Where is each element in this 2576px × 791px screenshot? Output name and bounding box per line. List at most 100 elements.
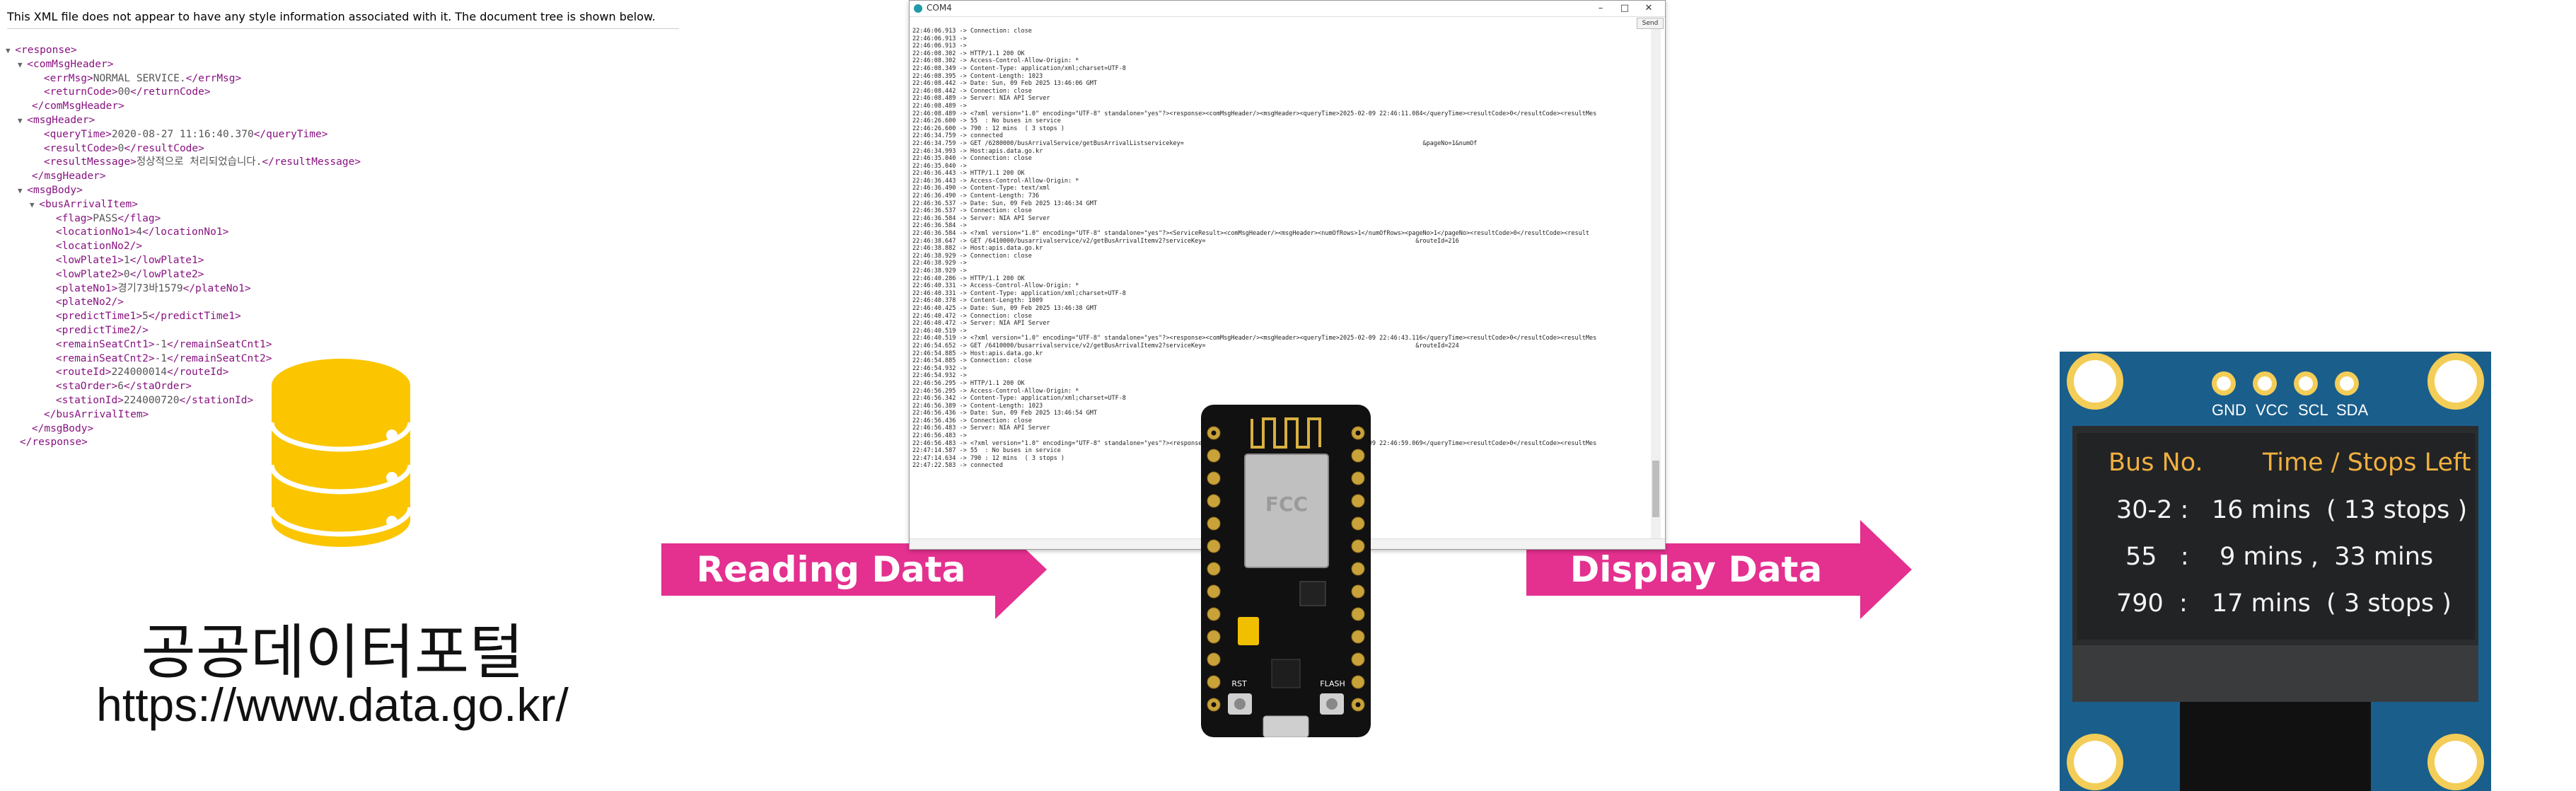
xml-line: <routeId>224000014</routeId>: [6, 366, 361, 380]
serial-line: 22:46:34.759 -> GET /6280000/busArrivalS…: [912, 139, 1478, 147]
xml-text: 0: [123, 268, 130, 280]
portal-url: https://www.data.go.kr/: [96, 679, 569, 731]
close-icon[interactable]: ✕: [1644, 3, 1653, 13]
spacer: [30, 74, 44, 83]
xml-line: <lowPlate2>0</lowPlate2>: [6, 268, 361, 282]
serial-line: 22:46:36.584 -> Server: NIA API Server: [912, 214, 1050, 222]
minimize-icon[interactable]: –: [1598, 3, 1603, 13]
scrollbar[interactable]: [1651, 29, 1661, 538]
xml-open-tag: <msgBody>: [27, 184, 83, 196]
pin-label-gnd: GND: [2212, 401, 2246, 419]
xml-close-tag: </staOrder>: [123, 381, 192, 393]
send-button[interactable]: Send: [1637, 18, 1664, 29]
xml-close-tag: </returnCode>: [130, 86, 211, 98]
collapse-arrow-icon[interactable]: ▼: [30, 200, 40, 209]
xml-open-tag: <errMsg>: [43, 72, 93, 84]
xml-line[interactable]: ▼ <comMsgHeader>: [6, 58, 361, 72]
xml-open-tag: <plateNo2/>: [55, 296, 124, 308]
database-icon: [270, 359, 412, 547]
xml-open-tag: <routeId>: [55, 366, 112, 379]
xml-text: 0: [117, 142, 124, 154]
serial-line: 22:46:36.537 -> Date: Sun, 09 Feb 2025 1…: [912, 200, 1097, 207]
serial-line: 22:46:08.395 -> Content-Length: 1023: [912, 72, 1043, 80]
xml-close-tag: </remainSeatCnt1>: [167, 338, 272, 350]
xml-open-tag: <plateNo1>: [55, 282, 118, 294]
serial-line: 22:46:08.302 -> Access-Control-Allow-Ori…: [912, 57, 1079, 65]
spacer: [30, 130, 44, 139]
scrollbar-thumb[interactable]: [1652, 461, 1659, 517]
xml-close-tag: </errMsg>: [185, 72, 242, 84]
xml-text: 2020-08-27 11:16:40.370: [111, 128, 254, 140]
xml-text: PASS: [93, 212, 118, 224]
xml-open-tag: <flag>: [55, 212, 93, 224]
spacer: [18, 425, 32, 434]
xml-line: <flag>PASS</flag>: [6, 212, 361, 226]
spacer: [42, 270, 56, 279]
xml-close-tag: </plateNo1>: [182, 282, 251, 294]
xml-close-tag: </resultCode>: [124, 142, 204, 154]
xml-text: -1: [154, 352, 168, 364]
xml-open-tag: <comMsgHeader>: [27, 58, 114, 70]
pin-label-sda: SDA: [2336, 401, 2369, 419]
xml-line[interactable]: ▼ <response>: [6, 44, 361, 58]
xml-text: 00: [117, 86, 131, 98]
serial-line: 22:47:22.583 -> connected: [912, 462, 1003, 470]
spacer: [42, 368, 56, 377]
xml-text: 정상적으로 처리되었습니다.: [136, 156, 262, 168]
serial-line: 22:46:40.286 -> HTTP/1.1 200 OK: [912, 275, 1025, 282]
pin-label-scl: SCL: [2298, 401, 2328, 419]
serial-line: 22:46:36.584 -> <?xml version="1.0" enco…: [912, 230, 1589, 238]
header-time-stops: Time / Stops Left: [2263, 449, 2471, 477]
serial-line: 22:46:06.913 ->: [912, 42, 967, 50]
xml-line: <locationNo2/>: [6, 240, 361, 254]
xml-open-tag: <locationNo2/>: [55, 241, 143, 253]
serial-line: 22:46:38.647 -> GET /6410000/busarrivals…: [912, 237, 1459, 245]
serial-line: 22:46:54.885 -> Host:apis.data.go.kr: [912, 350, 1043, 357]
serial-line: 22:46:36.443 -> Access-Control-Allow-Ori…: [912, 177, 1079, 185]
serial-line: 22:46:40.472 -> Server: NIA API Server: [912, 320, 1050, 328]
xml-line: <plateNo2/>: [6, 296, 361, 310]
xml-open-tag: <predictTime2/>: [55, 324, 149, 336]
serial-line: 22:46:36.490 -> Content-Length: 736: [912, 192, 1040, 200]
serial-line: 22:46:56.342 -> Content-Type: applicatio…: [912, 395, 1126, 403]
serial-line: 22:46:56.295 -> HTTP/1.1 200 OK: [912, 379, 1025, 387]
serial-line: 22:46:54.932 ->: [912, 372, 967, 380]
serial-line: 22:46:26.600 -> 790 : 12 mins ( 3 stops …: [912, 125, 1064, 132]
row-arrival-info: 9 mins , 33 mins: [2212, 543, 2434, 571]
xml-open-tag: <lowPlate1>: [55, 254, 124, 266]
serial-line: 22:46:40.519 -> <?xml version="1.0" enco…: [912, 335, 1597, 342]
esp8266-board: FCC RST FLASH: [1201, 405, 1371, 737]
xml-line[interactable]: ▼ <msgBody>: [6, 184, 361, 198]
rst-label: RST: [1231, 679, 1247, 688]
row-bus-number: 790 :: [2116, 589, 2188, 618]
serial-line: 22:46:56.483 -> Server: NIA API Server: [912, 425, 1050, 432]
collapse-arrow-icon[interactable]: ▼: [18, 115, 28, 125]
serial-line: 22:46:38.882 -> Host:apis.data.go.kr: [912, 245, 1043, 253]
serial-line: 22:46:40.519 ->: [912, 327, 967, 335]
xml-line[interactable]: ▼ <msgHeader>: [6, 114, 361, 128]
xml-close-tag: </routeId>: [167, 366, 229, 379]
xml-open-tag: <predictTime1>: [55, 311, 143, 323]
xml-open-tag: <staOrder>: [55, 381, 118, 393]
xml-text: 224000720: [123, 394, 180, 406]
title-bar[interactable]: COM4 – □ ✕: [910, 1, 1665, 17]
collapse-arrow-icon[interactable]: ▼: [6, 46, 16, 55]
spacer: [6, 438, 20, 447]
xml-close-tag: </busArrivalItem>: [43, 408, 149, 420]
collapse-arrow-icon[interactable]: ▼: [18, 59, 28, 69]
row-bus-number: 30-2 :: [2116, 496, 2189, 524]
xml-close-tag: </stationId>: [179, 394, 254, 406]
collapse-arrow-icon[interactable]: ▼: [18, 185, 28, 195]
xml-open-tag: <remainSeatCnt2>: [55, 352, 155, 364]
serial-line: 22:46:08.442 -> Connection: close: [912, 87, 1032, 95]
serial-line: 22:46:40.425 -> Date: Sun, 09 Feb 2025 1…: [912, 304, 1097, 312]
maximize-icon[interactable]: □: [1620, 3, 1630, 13]
serial-line: 22:46:35.040 ->: [912, 162, 967, 170]
xml-close-tag: </lowPlate2>: [129, 268, 204, 280]
xml-line[interactable]: ▼ <busArrivalItem>: [6, 198, 361, 212]
serial-line: 22:46:40.378 -> Content-Length: 1009: [912, 297, 1043, 305]
serial-line: 22:46:56.436 -> Date: Sun, 09 Feb 2025 1…: [912, 410, 1097, 417]
serial-line: 22:46:34.993 -> Host:apis.data.go.kr: [912, 147, 1043, 155]
xml-open-tag: <returnCode>: [43, 86, 118, 98]
serial-line: 22:46:06.913 ->: [912, 35, 967, 42]
